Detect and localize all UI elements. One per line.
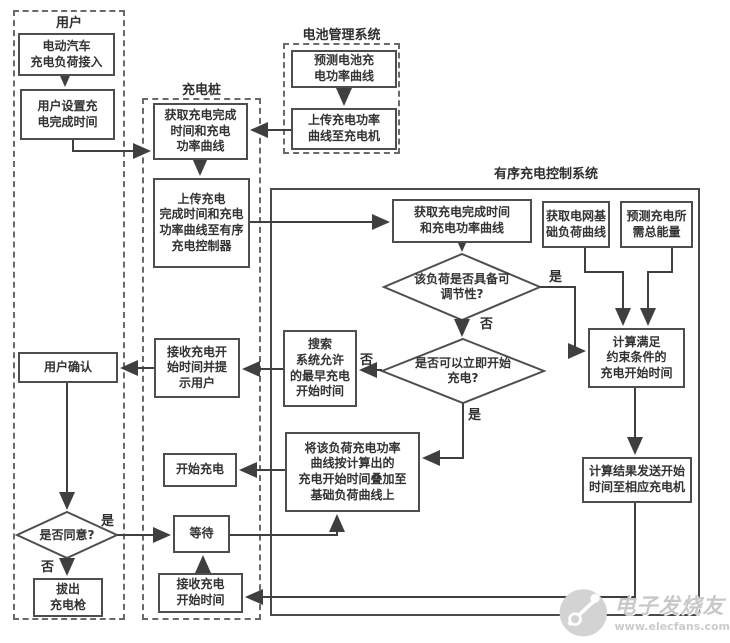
arrow-immediate-yes-to-superimpose — [422, 403, 464, 466]
lane-label-battery-management: 电池管理系统 — [302, 28, 381, 43]
node-get-grid-base-load: 获取电网基 础负荷曲线 — [542, 201, 610, 248]
node-bms-predict-curve: 预测电池充 电功率曲线 — [291, 50, 397, 88]
lane-orderly-control-system — [270, 188, 700, 616]
lane-label-user: 用户 — [55, 16, 82, 31]
node-orderly-get-time-curve: 获取充电完成时间 和充电功率曲线 — [392, 199, 532, 243]
node-start-charging: 开始充电 — [163, 453, 237, 487]
node-search-earliest-start: 搜索 系统允许 的最早充电 开始时间 — [283, 330, 357, 407]
node-receive-start-prompt-user: 接收充电开 始时间并提 示用户 — [154, 338, 240, 398]
node-predict-total-energy: 预测充电所 需总能量 — [620, 201, 693, 248]
branch-adjustable-no: 否 — [480, 317, 494, 332]
branch-immediate-no: 否 — [360, 353, 374, 368]
node-pile-upload-to-controller: 上传充电 完成时间和充电 功率曲线至有序 充电控制器 — [153, 178, 250, 268]
decision-immediate-label: 是否可以立即开始 充电? — [414, 356, 511, 385]
arrow-set-time-to-pile-get — [72, 140, 151, 159]
arrow-grid-load-to-calc — [584, 248, 631, 326]
node-wait: 等待 — [173, 515, 230, 553]
decision-adjustable-label: 该负荷是否具备可 调节性? — [413, 272, 510, 301]
node-calc-constrained-start-time: 计算满足 约束条件的 充电开始时间 — [588, 328, 685, 388]
node-user-set-finish-time: 用户设置充 电完成时间 — [20, 89, 115, 140]
node-send-result-to-charger: 计算结果发送开始 时间至相应充电机 — [582, 457, 692, 503]
lane-charging-pile — [142, 98, 261, 620]
node-ev-load-access: 电动汽车 充电负荷接入 — [18, 33, 115, 76]
node-bms-upload-curve: 上传充电功率 曲线至充电机 — [291, 108, 397, 150]
branch-immediate-yes: 是 — [468, 408, 482, 423]
arrow-wait-to-superimpose — [230, 514, 345, 536]
lane-label-orderly-control: 有序充电控制系统 — [493, 167, 598, 182]
node-pile-get-time-curve: 获取充电完成 时间和充电 功率曲线 — [153, 103, 248, 160]
arrow-predict-energy-to-calc — [640, 248, 673, 326]
lane-user — [13, 10, 125, 620]
node-receive-start-time: 接收充电 开始时间 — [158, 573, 243, 613]
decision-agree-label: 是否同意? — [39, 527, 95, 542]
lane-label-charging-pile: 充电桩 — [181, 83, 221, 98]
node-superimpose-on-base-load: 将该负荷充电功率 曲线按计算出的 充电开始时间叠加至 基础负荷曲线上 — [285, 432, 420, 512]
node-user-confirm: 用户确认 — [18, 352, 118, 383]
branch-adjustable-yes: 是 — [549, 270, 563, 285]
lane-battery-management — [283, 43, 400, 154]
arrow-send-result-to-recv-start — [245, 503, 636, 605]
branch-agree-no: 否 — [41, 560, 55, 575]
node-pull-out-gun: 拔出 充电枪 — [33, 578, 103, 617]
arrow-adjustable-yes-to-calc — [540, 286, 586, 359]
branch-agree-yes: 是 — [101, 514, 115, 529]
